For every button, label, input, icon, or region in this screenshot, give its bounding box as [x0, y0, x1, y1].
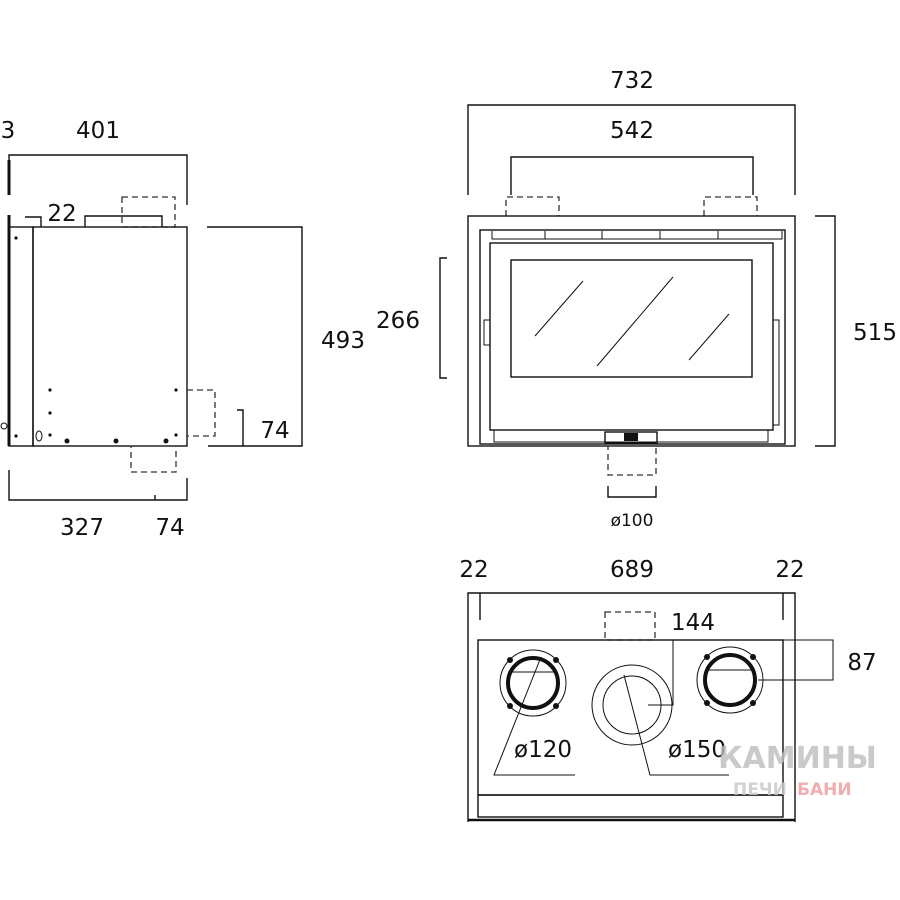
bolts: [14, 236, 178, 444]
dim-outlet-150: ø150: [668, 737, 726, 763]
leader-120: [493, 656, 575, 776]
vent-knob: [35, 430, 43, 442]
bottom-plate: [477, 794, 784, 818]
dim-3: 3: [1, 118, 16, 144]
dim-542: 542: [610, 118, 654, 144]
outlet-left: [499, 649, 567, 717]
leader-150: [623, 674, 729, 776]
glass-reflection: [534, 276, 730, 367]
dim-266: 266: [376, 308, 420, 334]
dim-22: 22: [47, 201, 76, 227]
dim-inlet-100: ø100: [611, 511, 654, 531]
dim-74-bottom: 74: [155, 515, 184, 541]
rear-inlet-dashed: [604, 611, 656, 641]
bottom-inlet-dashed: [130, 445, 177, 473]
dim-line-732: [467, 104, 796, 195]
door: [489, 242, 774, 431]
dim-line-542: [510, 156, 754, 195]
dim-144: 144: [671, 610, 715, 636]
inlet-dashed: [607, 445, 657, 476]
watermark-line2b: БАНИ: [797, 780, 852, 800]
watermark-line2a: ПЕЧИ: [733, 780, 787, 800]
dim-line-100: [607, 486, 657, 498]
bottom-grille: [493, 430, 769, 443]
top-outline: [467, 592, 796, 822]
dim-327: 327: [60, 515, 104, 541]
dim-line-515: [815, 215, 836, 447]
dim-line-74: [237, 409, 244, 446]
watermark-logo: КАМИНЫ ПЕЧИ БАНИ: [718, 741, 877, 800]
side-view: 3 401 22 493 74 327 74: [0, 118, 365, 541]
dim-line-bottom: [8, 470, 188, 501]
dim-line-266: [439, 257, 447, 379]
leader-87: [758, 639, 834, 681]
handle: [0, 422, 8, 430]
dim-401: 401: [76, 118, 120, 144]
outlets-dashed: [505, 196, 758, 216]
front-view: 732 542 515 266 ø100: [376, 68, 897, 531]
top-view: 22 689 22 144 87 ø120 ø150: [459, 557, 877, 822]
dim-22-left: 22: [459, 557, 488, 583]
leader-144: [648, 640, 674, 706]
dim-493: 493: [321, 328, 365, 354]
front-frame: [8, 226, 34, 447]
watermark-line1: КАМИНЫ: [718, 741, 877, 776]
hinges: [483, 319, 780, 426]
dim-732: 732: [610, 68, 654, 94]
top-grille: [491, 231, 783, 240]
air-slider: [624, 433, 638, 441]
air-control: [604, 431, 658, 444]
outlet-chords: [508, 669, 755, 673]
dim-689: 689: [610, 557, 654, 583]
dim-line-401: [8, 154, 188, 205]
dim-74-rear: 74: [260, 418, 289, 444]
inner-frame: [479, 229, 786, 445]
rear-inlet-dashed: [186, 389, 216, 437]
dim-outlet-120: ø120: [514, 737, 572, 763]
bracket-22: [25, 215, 163, 227]
dim-515: 515: [853, 320, 897, 346]
dim-line-493: [207, 226, 303, 447]
outer-frame: [467, 215, 796, 447]
side-body: [32, 226, 188, 447]
dim-22-right: 22: [775, 557, 804, 583]
outlet-right: [696, 646, 764, 714]
glass: [510, 259, 753, 378]
outlet-dashed: [121, 196, 176, 228]
dim-87: 87: [847, 650, 876, 676]
